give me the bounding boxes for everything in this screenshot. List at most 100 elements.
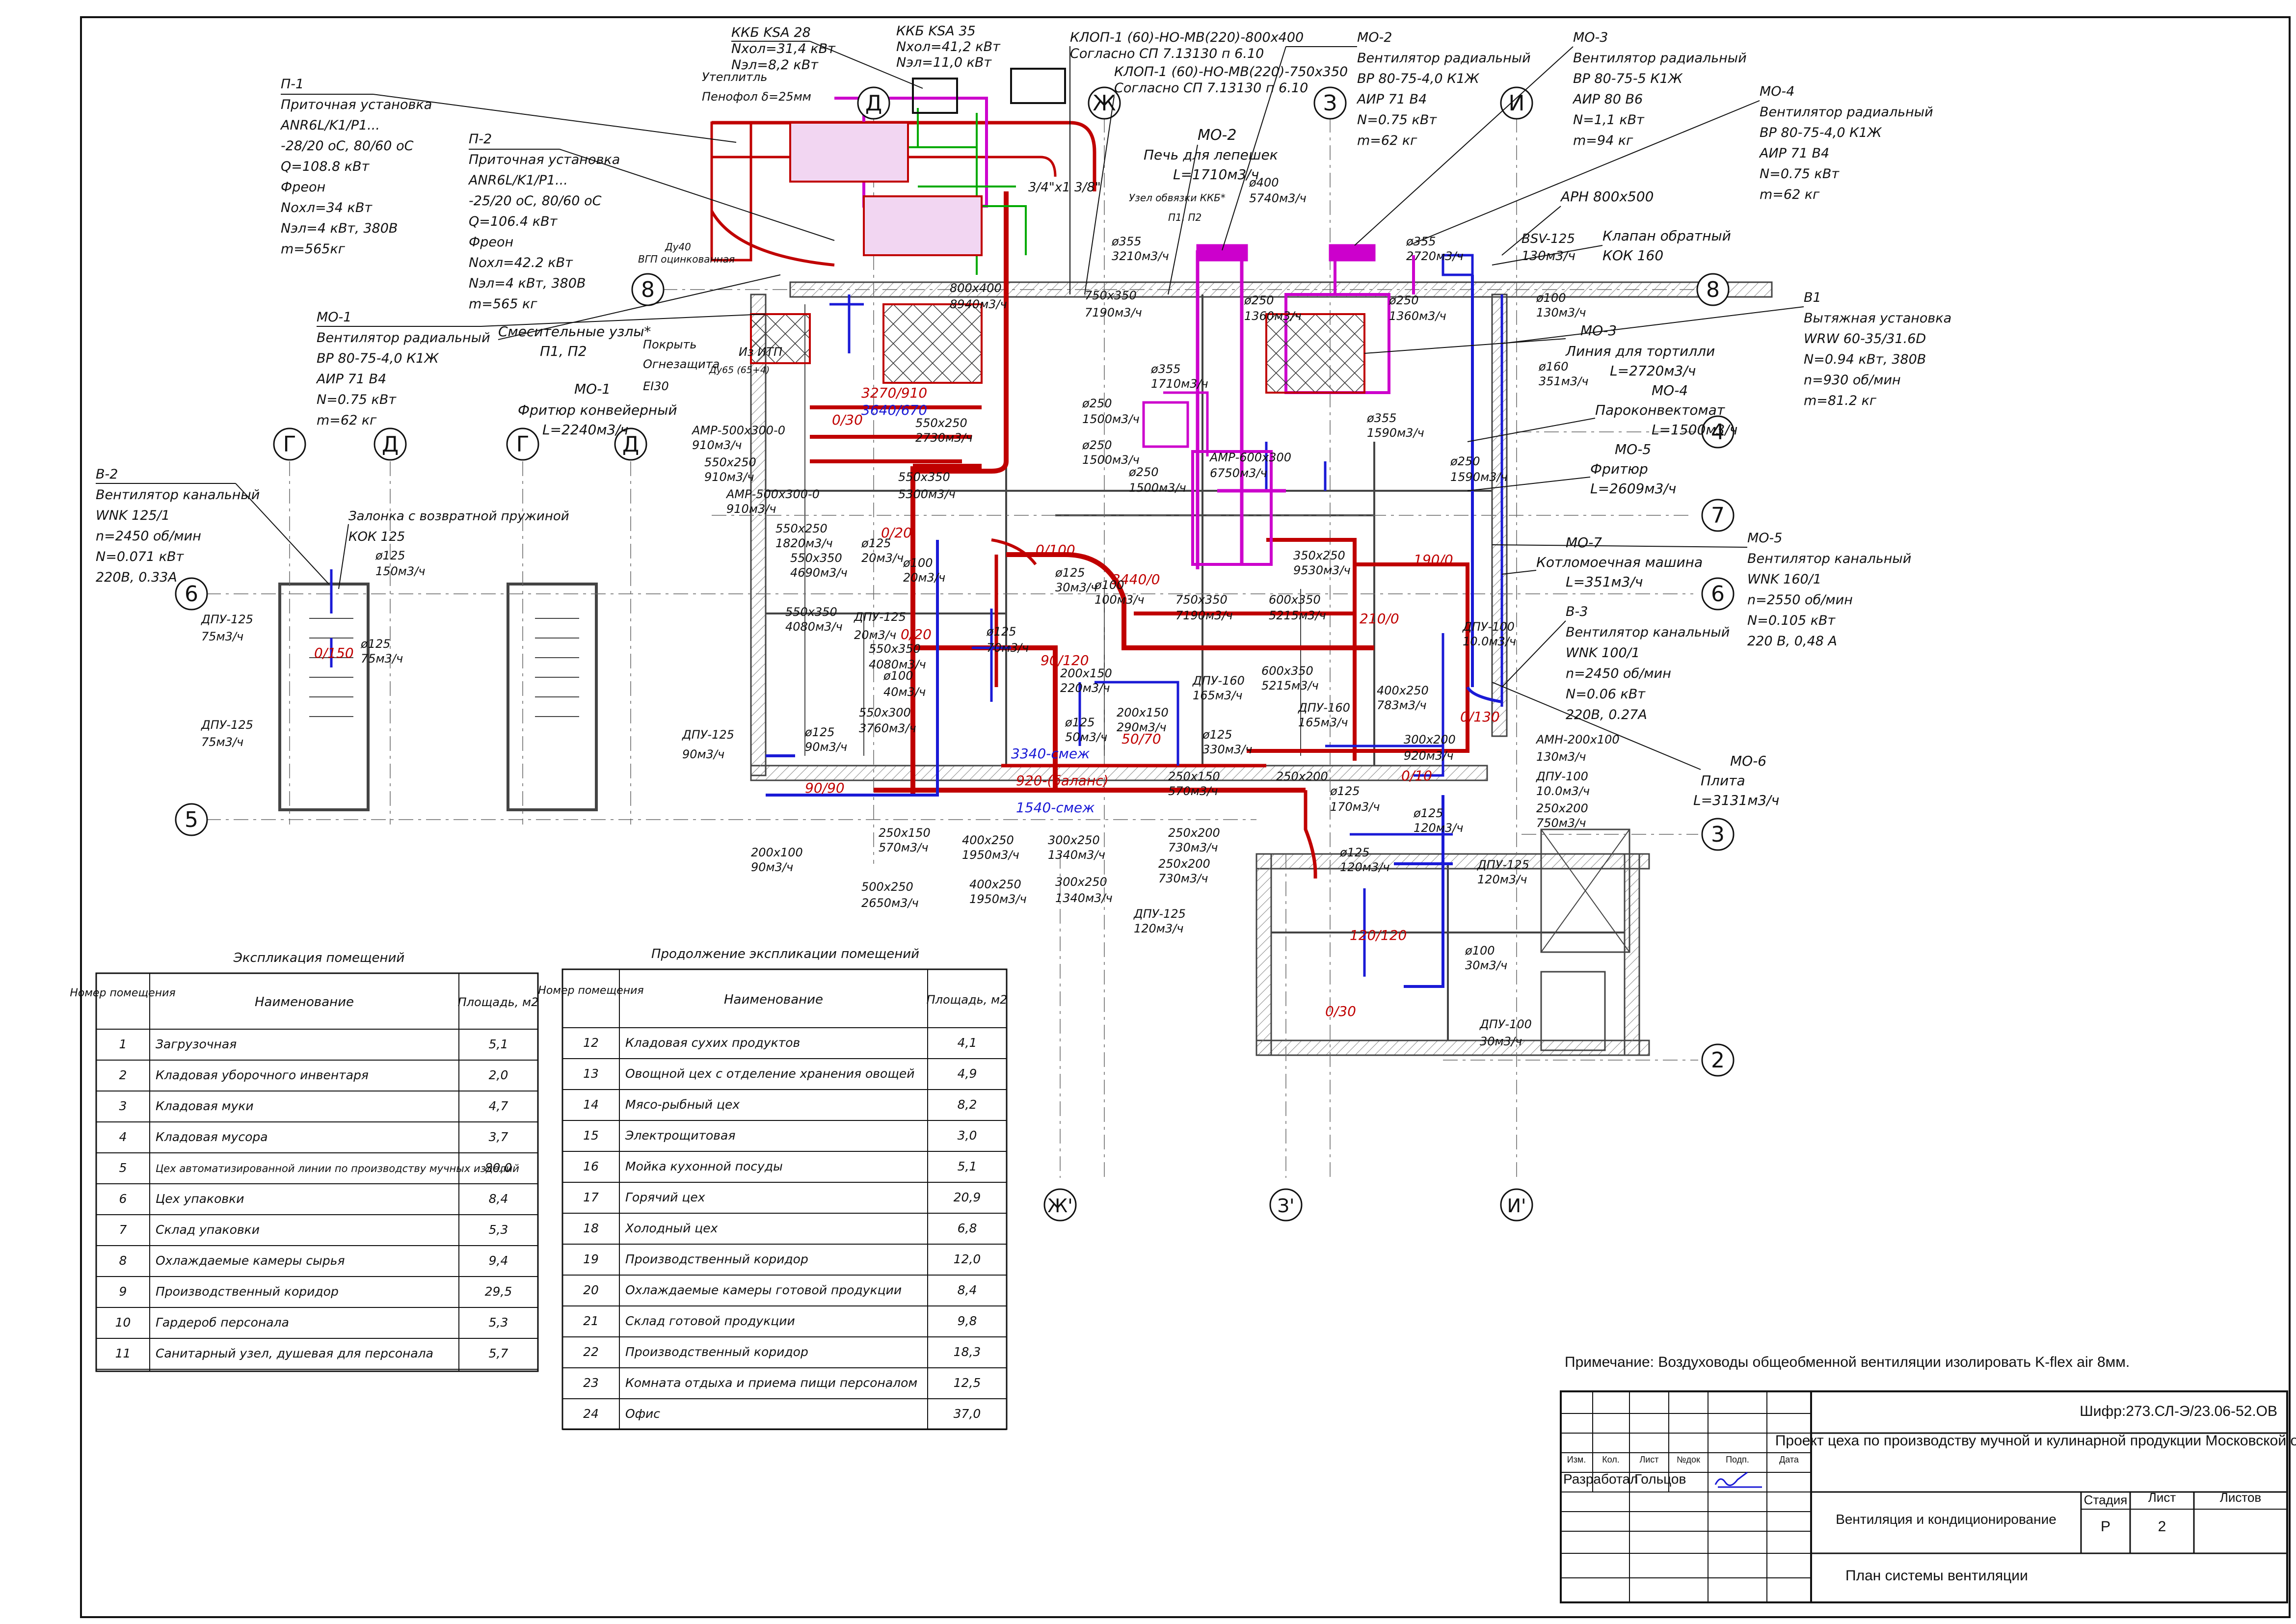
svg-text:Наименование: Наименование	[255, 995, 354, 1010]
svg-text:Вытяжная установка: Вытяжная установка	[1804, 311, 1951, 326]
svg-text:ø355: ø355	[1406, 235, 1436, 248]
svg-text:50м3/ч: 50м3/ч	[1065, 730, 1107, 744]
room-area: 5,3	[489, 1223, 508, 1237]
svg-text:Г: Г	[516, 432, 530, 457]
svg-text:МО-6: МО-6	[1730, 753, 1766, 769]
svg-text:100м3/ч: 100м3/ч	[1095, 593, 1144, 607]
svg-text:0/30: 0/30	[832, 412, 863, 428]
room-number: 19	[583, 1252, 599, 1266]
room-number: 4	[119, 1130, 127, 1144]
fan-symbols	[1196, 244, 1474, 276]
svg-text:L=1500м3/ч: L=1500м3/ч	[1652, 422, 1737, 438]
callout-mo1-fan: МО-1 Вентилятор радиальный ВР 80-75-4,0 …	[316, 310, 766, 428]
svg-text:Фритюр конвейерный: Фритюр конвейерный	[518, 402, 677, 418]
svg-text:750х350: 750х350	[1085, 289, 1137, 302]
svg-text:7: 7	[1711, 503, 1725, 528]
svg-text:№док: №док	[1677, 1455, 1700, 1464]
svg-text:Залонка с возвратной пружиной: Залонка с возвратной пружиной	[348, 509, 569, 524]
room-area: 4,1	[958, 1036, 977, 1050]
svg-text:Покрыть: Покрыть	[643, 338, 697, 351]
room-name: Производственный коридор	[156, 1284, 339, 1299]
svg-text:800х400: 800х400	[950, 281, 1002, 295]
svg-text:ø125: ø125	[375, 549, 405, 562]
svg-text:ВР 80-75-5 К1Ж: ВР 80-75-5 К1Ж	[1573, 71, 1683, 86]
svg-text:75м3/ч: 75м3/ч	[201, 735, 243, 749]
svg-text:WNK 160/1: WNK 160/1	[1747, 572, 1821, 587]
svg-text:m=62 кг: m=62 кг	[1760, 187, 1820, 202]
insulation-note: Примечание: Воздуховоды общеобменной вен…	[1565, 1354, 2130, 1370]
svg-text:Наименование: Наименование	[724, 992, 823, 1007]
svg-text:Фритюр: Фритюр	[1590, 461, 1648, 477]
room-area: 12,5	[954, 1376, 981, 1390]
svg-text:ø125: ø125	[1065, 716, 1095, 729]
svg-text:70м3/ч: 70м3/ч	[987, 641, 1029, 655]
svg-text:П1, П2: П1, П2	[1168, 212, 1201, 223]
axis-bubble-row-7: 7	[1701, 499, 1735, 532]
svg-text:Вентилятор канальный: Вентилятор канальный	[1747, 551, 1911, 566]
axis-bubble-row-8-left: 8	[631, 273, 665, 306]
axis-bubble-left-d1: Д	[374, 427, 407, 461]
svg-text:500х250: 500х250	[861, 880, 913, 894]
svg-text:1500м3/ч: 1500м3/ч	[1082, 453, 1140, 467]
svg-text:9530м3/ч: 9530м3/ч	[1293, 563, 1351, 577]
svg-text:Клапан обратный: Клапан обратный	[1602, 228, 1731, 244]
callout-b3: В-3 Вентилятор канальный WNK 100/1 n=245…	[1501, 604, 1730, 722]
svg-text:0/10: 0/10	[1401, 768, 1432, 784]
svg-text:КЛОП-1 (60)-НО-МВ(220)-750х350: КЛОП-1 (60)-НО-МВ(220)-750х350	[1114, 64, 1348, 80]
svg-text:4: 4	[1711, 420, 1725, 445]
svg-text:МО-2: МО-2	[1357, 30, 1392, 45]
room-area: 37,0	[954, 1407, 981, 1421]
svg-text:6750м3/ч: 6750м3/ч	[1210, 466, 1267, 480]
svg-text:550х350: 550х350	[869, 642, 921, 656]
svg-text:220м3/ч: 220м3/ч	[1060, 681, 1110, 695]
svg-text:ø125: ø125	[1055, 566, 1085, 580]
svg-text:ø160: ø160	[1538, 360, 1569, 373]
svg-text:0/20: 0/20	[881, 525, 912, 541]
room-name: Мойка кухонной посуды	[625, 1159, 783, 1173]
svg-text:В1: В1	[1804, 290, 1821, 305]
svg-text:ДПУ-100: ДПУ-100	[1536, 770, 1588, 783]
room-area: 3,7	[489, 1130, 508, 1144]
svg-text:ø125: ø125	[861, 536, 891, 550]
svg-text:250х200: 250х200	[1536, 801, 1588, 815]
svg-text:З: З	[1323, 91, 1337, 116]
svg-text:3760м3/ч: 3760м3/ч	[859, 721, 916, 735]
svg-text:1500м3/ч: 1500м3/ч	[1129, 481, 1186, 495]
svg-text:910м3/ч: 910м3/ч	[692, 438, 742, 452]
svg-text:ВГП оцинкованная: ВГП оцинкованная	[638, 253, 735, 265]
axis-bubble-left-g1: Г	[273, 427, 306, 461]
room-name: Охлаждаемые камеры сырья	[156, 1253, 345, 1268]
svg-text:ДПУ-125: ДПУ-125	[682, 728, 734, 742]
svg-text:550х350: 550х350	[785, 605, 837, 619]
svg-text:n=930 об/мин: n=930 об/мин	[1804, 373, 1901, 388]
svg-text:Кол.: Кол.	[1602, 1455, 1620, 1464]
svg-text:75м3/ч: 75м3/ч	[361, 652, 403, 666]
axis-bubble-bottom-i: И'	[1500, 1188, 1533, 1222]
supply-ducts	[710, 121, 1469, 879]
svg-text:МО-2: МО-2	[1198, 127, 1236, 144]
room-area: 80,0	[485, 1161, 512, 1175]
rooms-table-2: Продолжение экспликации помещений Номер …	[538, 947, 1008, 1430]
room-name: Охлаждаемые камеры готовой продукции	[625, 1283, 902, 1297]
svg-text:550х250: 550х250	[775, 522, 828, 535]
svg-text:120м3/ч: 120м3/ч	[1477, 873, 1527, 886]
room-name: Овощной цех с отделение хранения овощей	[625, 1066, 915, 1081]
svg-text:Шифр:273.СЛ-Э/23.06-52.ОВ: Шифр:273.СЛ-Э/23.06-52.ОВ	[2080, 1403, 2277, 1419]
svg-text:ККБ KSA 35: ККБ KSA 35	[896, 24, 976, 39]
building-walls	[278, 281, 1773, 1056]
svg-text:ANR6L/K1/P1...: ANR6L/K1/P1...	[468, 173, 568, 188]
room-name: Холодный цех	[624, 1221, 718, 1235]
svg-text:200х100: 200х100	[751, 846, 803, 859]
svg-text:Продолжение экспликации помеще: Продолжение экспликации помещений	[651, 947, 919, 961]
svg-text:Вентилятор канальный: Вентилятор канальный	[1566, 625, 1730, 640]
svg-text:Узел обвязки ККБ*: Узел обвязки ККБ*	[1129, 192, 1226, 204]
svg-text:КЛОП-1 (60)-НО-МВ(220)-800х400: КЛОП-1 (60)-НО-МВ(220)-800х400	[1070, 30, 1304, 45]
svg-text:Фреон: Фреон	[281, 180, 325, 195]
axis-bubble-top-z: З	[1313, 86, 1347, 120]
svg-text:120м3/ч: 120м3/ч	[1340, 860, 1389, 874]
annotations: Утеплитль Пенофол δ=25мм Ду40 ВГП оцинко…	[338, 70, 1779, 808]
room-number: 13	[583, 1066, 599, 1081]
axis-bubble-row-8-right: 8	[1696, 273, 1730, 306]
svg-text:Г: Г	[283, 432, 296, 457]
